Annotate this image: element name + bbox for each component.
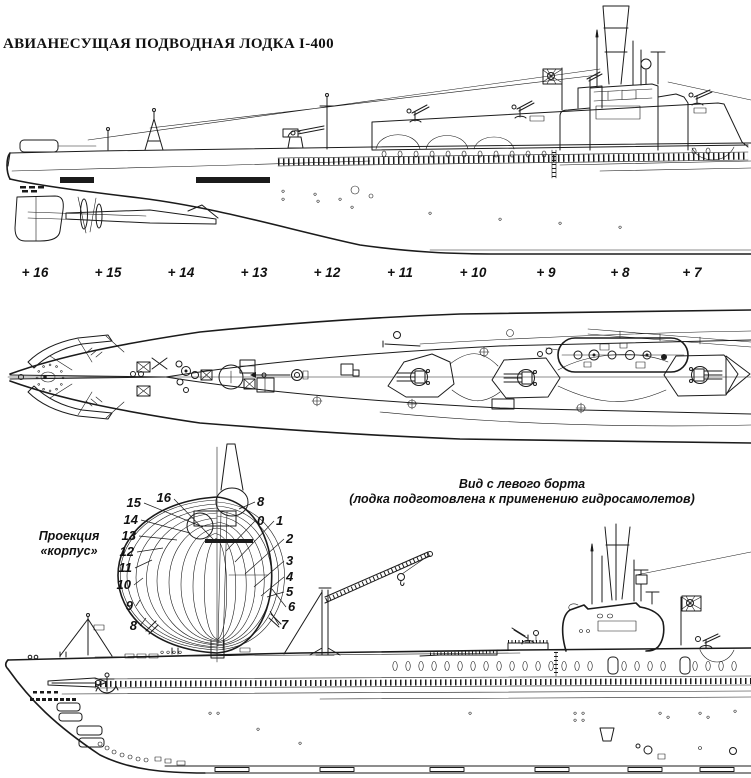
page-title: АВИАНЕСУЩАЯ ПОДВОДНАЯ ЛОДКА I-400 (3, 36, 334, 52)
frame-leader-6 (271, 588, 287, 608)
station-mark-+7: + 7 (682, 265, 702, 280)
frame-label-12: 12 (120, 544, 135, 559)
frame-label-4: 4 (285, 569, 294, 584)
frame-leader-8 (238, 501, 256, 510)
frame-leader-5 (266, 591, 285, 598)
station-mark-+16: + 16 (21, 265, 49, 280)
station-mark-+10: + 10 (459, 265, 487, 280)
frame-leader-8 (139, 617, 147, 627)
frame-leader-4 (260, 576, 285, 597)
frame-label-8: 8 (130, 618, 138, 633)
side-view-caption-line2: (лодка подготовлена к применению гидроса… (349, 492, 695, 506)
side-view-caption-line1: Вид с левого борта (458, 477, 586, 491)
frame-leader-10 (133, 577, 144, 586)
frame-leader-16 (173, 498, 215, 541)
body-plan-caption: Проекция «корпус» (22, 529, 116, 559)
frame-leader-14 (140, 519, 191, 534)
body-plan-caption-line2: «корпус» (40, 544, 98, 558)
frame-label-15: 15 (127, 495, 142, 510)
frame-label-10: 10 (117, 577, 132, 592)
frame-label-1: 1 (276, 513, 283, 528)
frame-label-16: 16 (157, 490, 172, 505)
frame-label-14: 14 (124, 512, 139, 527)
station-mark-+8: + 8 (610, 265, 630, 280)
frame-label-2: 2 (285, 531, 294, 546)
plan-view (7, 309, 751, 444)
frame-leader-11 (134, 559, 153, 569)
frame-label-5: 5 (286, 584, 294, 599)
side-elevation-view (6, 5, 751, 255)
port-side-view (4, 523, 751, 774)
frame-leader-1 (234, 520, 275, 563)
frame-leader-3 (253, 560, 285, 588)
frame-label-3: 3 (286, 553, 294, 568)
station-mark-+9: + 9 (536, 265, 556, 280)
frame-label-6: 6 (288, 599, 296, 614)
frame-label-11: 11 (119, 560, 133, 575)
station-mark-+11: + 11 (387, 265, 413, 280)
body-plan-caption-line1: Проекция (38, 529, 100, 543)
frame-leader-13 (138, 535, 178, 541)
frame-label-9: 9 (126, 598, 134, 613)
frame-leader-12 (136, 547, 164, 553)
frame-label-13: 13 (122, 528, 137, 543)
station-mark-+15: + 15 (94, 265, 122, 280)
frame-label-0: 0 (257, 513, 265, 528)
frame-leader-0 (225, 520, 256, 552)
frame-leader-15 (143, 502, 204, 528)
station-mark-+14: + 14 (167, 265, 195, 280)
station-scale: + 16 + 15 + 14 + 13 + 12 + 11 + 10 + 9 + 8 + 7 (0, 265, 751, 287)
station-mark-+12: + 12 (313, 265, 341, 280)
side-view-caption: Вид с левого борта (лодка подготовлена к… (292, 477, 751, 507)
frame-label-7: 7 (281, 617, 289, 632)
frame-leader-9 (135, 599, 141, 607)
frame-leader-2 (244, 538, 285, 575)
frame-leader-7 (269, 610, 280, 626)
frame-label-8: 8 (257, 494, 265, 509)
station-mark-+13: + 13 (240, 265, 268, 280)
